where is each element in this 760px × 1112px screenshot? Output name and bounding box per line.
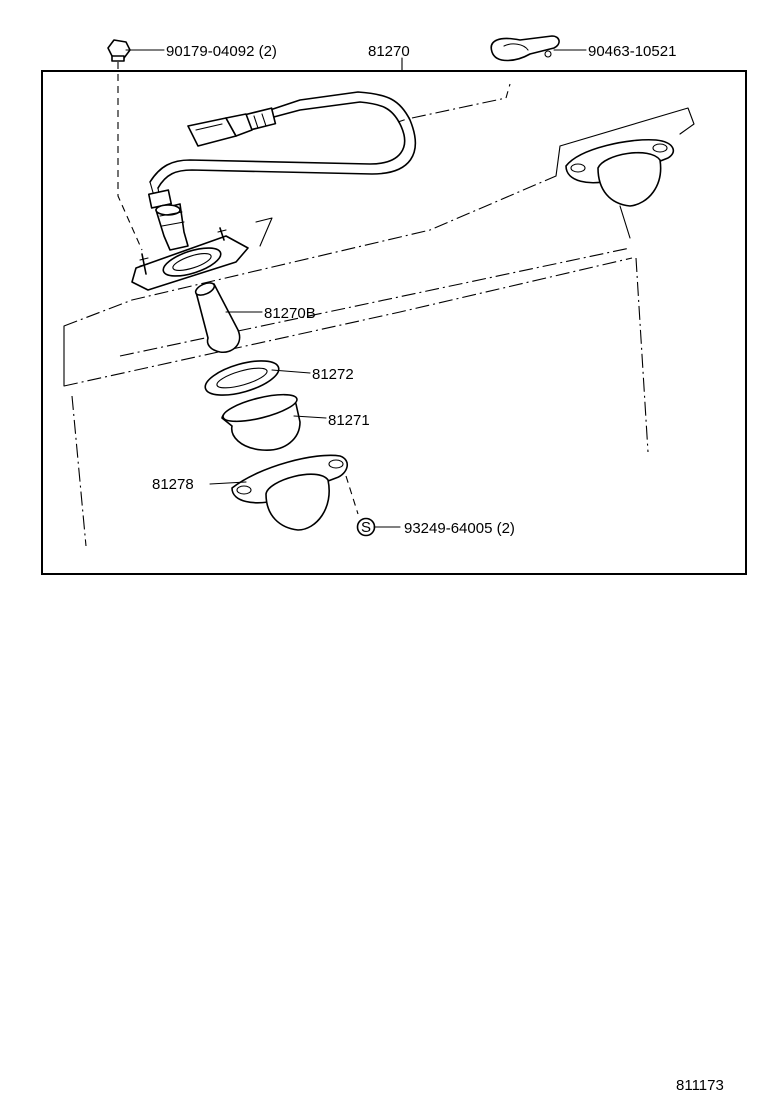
bolt-icon (107, 39, 131, 62)
diagram-frame (41, 70, 747, 575)
label-bolt: 90179-04092 (2) (166, 43, 277, 60)
bulb-part (194, 282, 241, 354)
body-panel-outline (63, 83, 695, 547)
socket-assembly (131, 181, 249, 291)
leader-lines (117, 49, 587, 528)
label-bulb: 81270B (264, 305, 316, 322)
screw-symbol: S (361, 519, 371, 536)
label-housing: 81278 (152, 476, 194, 493)
clamp-icon (490, 35, 560, 62)
gasket-part (204, 360, 280, 396)
lens-part (221, 393, 301, 451)
label-assembly: 81270 (368, 43, 410, 60)
label-screw: 93249-64005 (2) (404, 520, 515, 537)
label-clamp: 90463-10521 (588, 43, 676, 60)
label-gasket: 81272 (312, 366, 354, 383)
screw-symbol-icon: S (356, 517, 376, 537)
housing-part (231, 454, 348, 531)
installed-lamp-right (565, 138, 675, 207)
label-lens: 81271 (328, 412, 370, 429)
figure-number: 811173 (676, 1077, 724, 1094)
wire-harness (149, 91, 416, 189)
